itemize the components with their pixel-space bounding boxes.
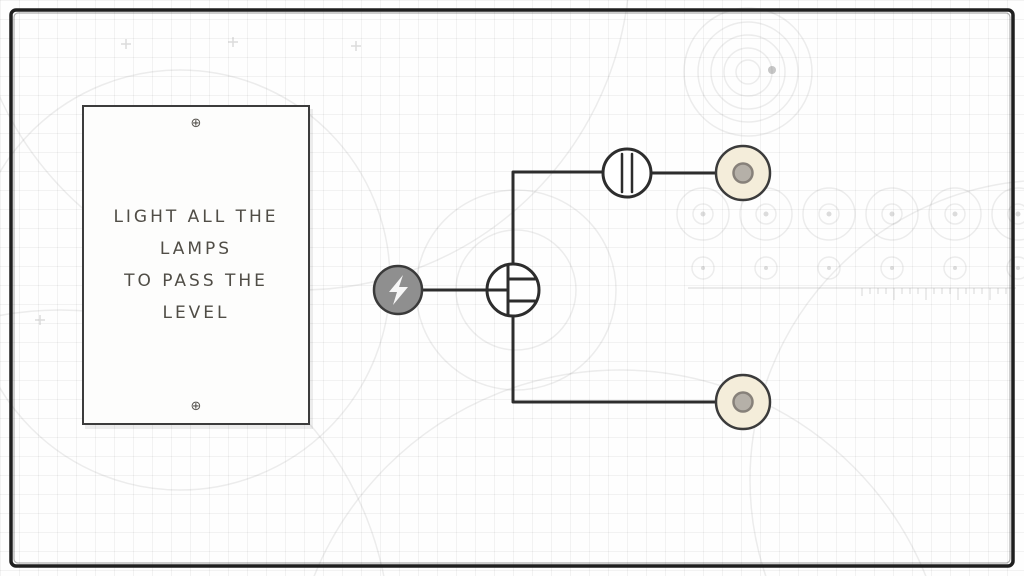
lamp-1[interactable] [714,144,772,202]
lamp-core [732,162,754,184]
lamp-2[interactable] [714,373,772,431]
connector-node[interactable] [601,147,653,199]
power-source-node[interactable] [372,264,424,316]
lamp-core [732,391,754,413]
wire-splitter-to-lamp-2 [511,314,718,404]
splitter-node[interactable] [485,262,541,318]
wire-splitter-to-connector [511,170,605,266]
